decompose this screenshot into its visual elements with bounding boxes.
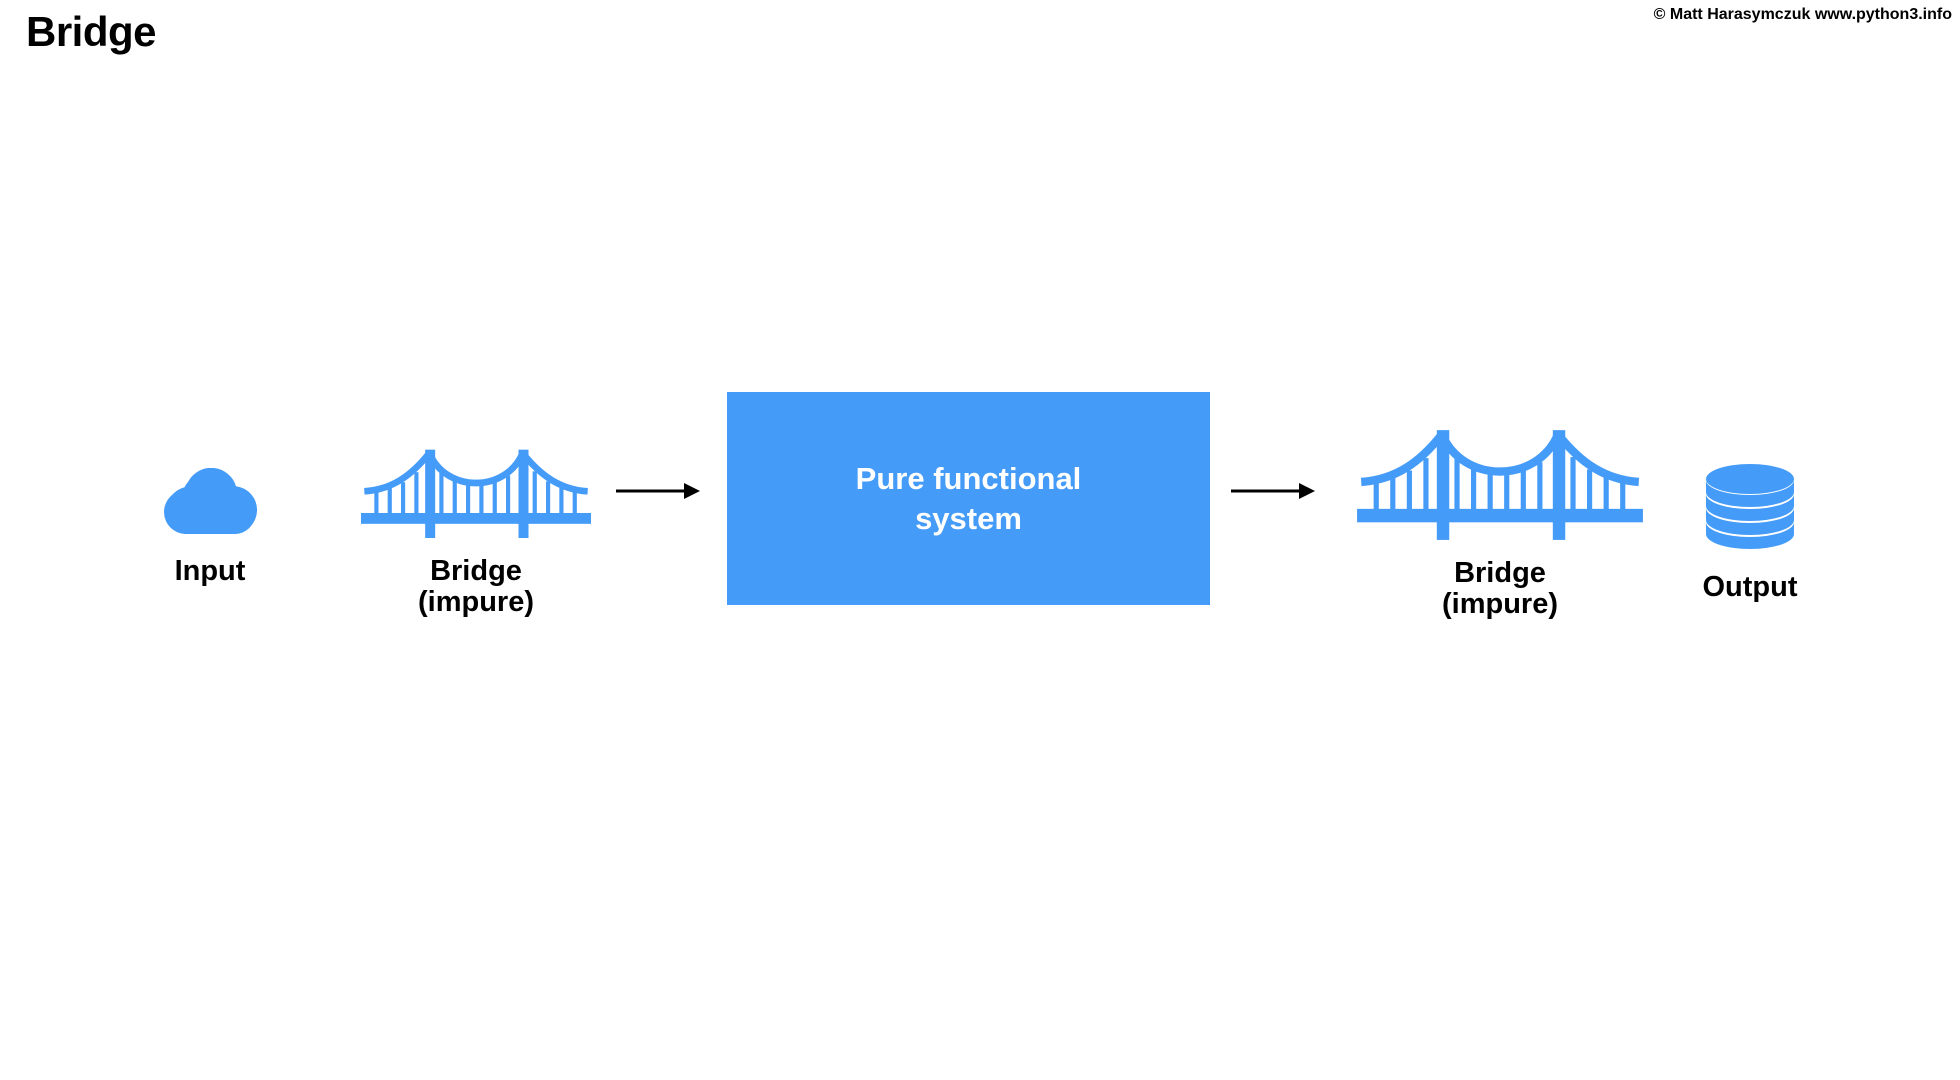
arrow-right-icon-1 xyxy=(616,480,700,507)
node-input-label: Input xyxy=(174,555,246,587)
database-icon-wrap xyxy=(1690,448,1810,552)
cloud-icon-wrap xyxy=(140,452,280,534)
node-bridge-left-label: Bridge (impure) xyxy=(418,555,534,618)
page-title: Bridge xyxy=(26,8,157,55)
database-icon xyxy=(1706,464,1794,549)
node-bridge-right: Bridge (impure) xyxy=(1352,420,1648,619)
node-input: Input xyxy=(140,452,280,587)
node-bridge-left: Bridge (impure) xyxy=(352,448,600,617)
bridge-icon-wrap-left xyxy=(352,448,600,538)
copyright-notice: © Matt Harasymczuk www.python3.info xyxy=(1653,6,1952,23)
arrow-right-icon-2 xyxy=(1231,480,1315,507)
pure-functional-system-box: Pure functional system xyxy=(727,392,1210,605)
node-bridge-right-label: Bridge (impure) xyxy=(1442,557,1558,620)
node-output-label: Output xyxy=(1702,571,1798,603)
bridge-icon xyxy=(1357,430,1643,540)
node-output: Output xyxy=(1690,448,1810,603)
bridge-icon xyxy=(361,449,591,538)
cloud-icon xyxy=(164,468,258,534)
pure-functional-system-label: Pure functional system xyxy=(855,461,1082,536)
bridge-icon-wrap-right xyxy=(1352,420,1648,540)
